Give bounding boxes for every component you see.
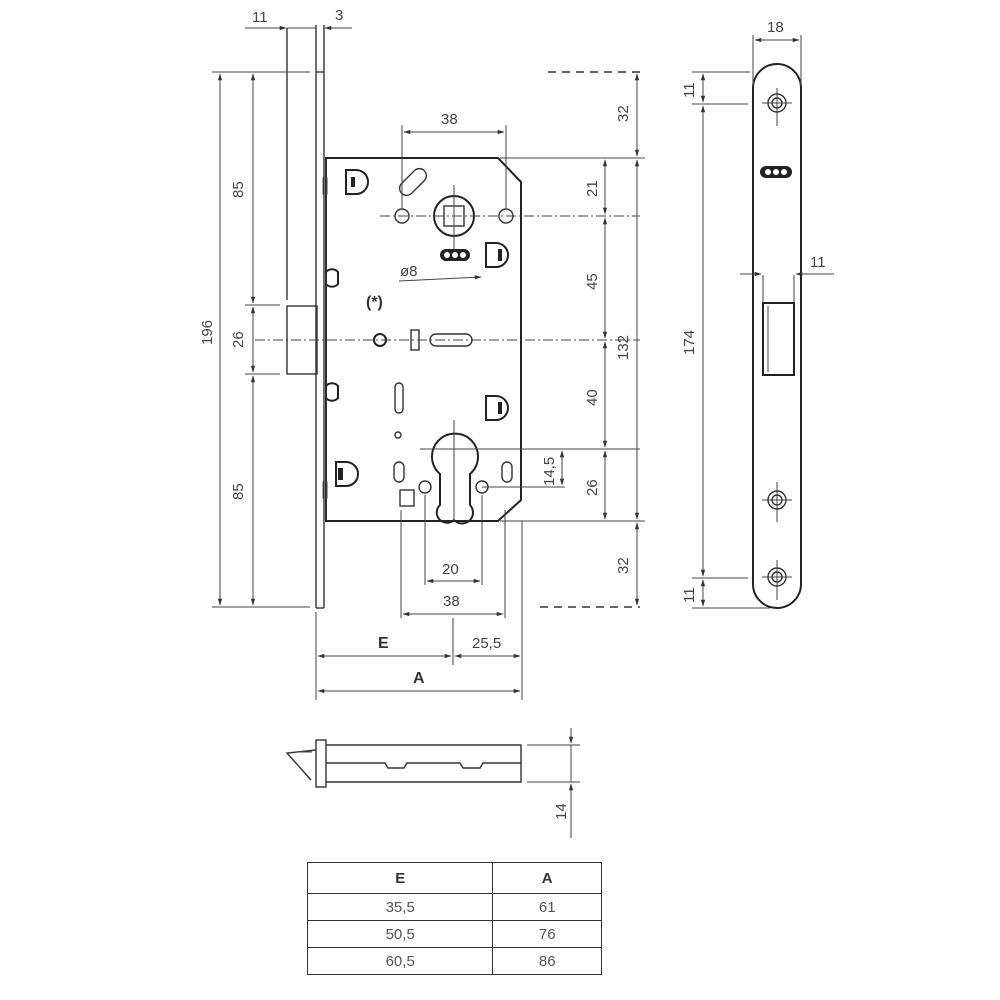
cell-a: 86 [492,947,602,975]
cell-a: 61 [492,893,602,921]
cell-a: 76 [492,920,602,948]
svg-text:85: 85 [230,181,247,198]
backset-table: E A 35,5 61 50,5 76 60,5 86 [306,862,602,975]
front-view: ø8 (*) [255,25,640,609]
side-view: 18 11 11 174 11 [681,19,834,609]
svg-text:196: 196 [199,320,216,345]
rivet-icon [440,249,470,261]
spindle-diameter-label: ø8 [400,263,418,280]
cell-e: 35,5 [306,893,494,921]
left-dimensions: 196 85 26 85 [199,71,310,608]
screw-hole-icon [762,560,792,600]
svg-text:A: A [413,670,425,687]
d-lug-icon [485,242,509,268]
d-lug-icon [485,395,509,421]
cell-e: 50,5 [306,920,494,948]
cell-e: 60,5 [306,947,494,975]
svg-text:85: 85 [230,483,247,500]
svg-text:11: 11 [681,587,698,603]
svg-text:40: 40 [584,389,601,406]
latch-view: 14 [285,728,580,838]
bottom-dimensions: 20 38 E 25,5 A [315,495,523,700]
svg-text:14: 14 [553,803,570,820]
svg-text:26: 26 [584,479,601,496]
d-lug-icon [335,461,359,487]
col-header-a: A [492,862,602,894]
right-dimensions: 32 21 45 132 40 26 14,5 32 [500,71,645,608]
svg-text:11: 11 [252,9,268,26]
spindle-spacing-dim: 38 [401,111,507,208]
svg-text:132: 132 [615,335,632,360]
svg-text:32: 32 [615,105,632,122]
svg-text:11: 11 [810,254,826,271]
svg-text:32: 32 [615,557,632,574]
screw-hole-icon [762,482,792,522]
svg-text:14,5: 14,5 [541,457,558,486]
rivet-icon [760,166,792,178]
svg-text:11: 11 [681,82,698,98]
col-header-e: E [306,862,494,894]
svg-text:E: E [378,635,389,652]
svg-text:26: 26 [230,331,247,348]
svg-text:3: 3 [335,7,343,24]
table-row: 35,5 61 [306,893,602,921]
note-marker: (*) [366,294,383,311]
svg-text:45: 45 [584,273,601,290]
table-header-row: E A [306,862,602,894]
d-lug-icon [345,169,369,195]
svg-text:174: 174 [681,330,698,355]
svg-text:18: 18 [767,19,784,36]
svg-text:20: 20 [442,561,459,578]
svg-text:25,5: 25,5 [472,635,501,652]
svg-text:21: 21 [584,180,601,197]
svg-text:38: 38 [443,593,460,610]
screw-hole-icon [762,88,792,126]
svg-text:38: 38 [441,111,458,128]
table-row: 60,5 86 [306,947,602,975]
top-dimensions: 11 3 [245,7,352,31]
table-row: 50,5 76 [306,920,602,948]
